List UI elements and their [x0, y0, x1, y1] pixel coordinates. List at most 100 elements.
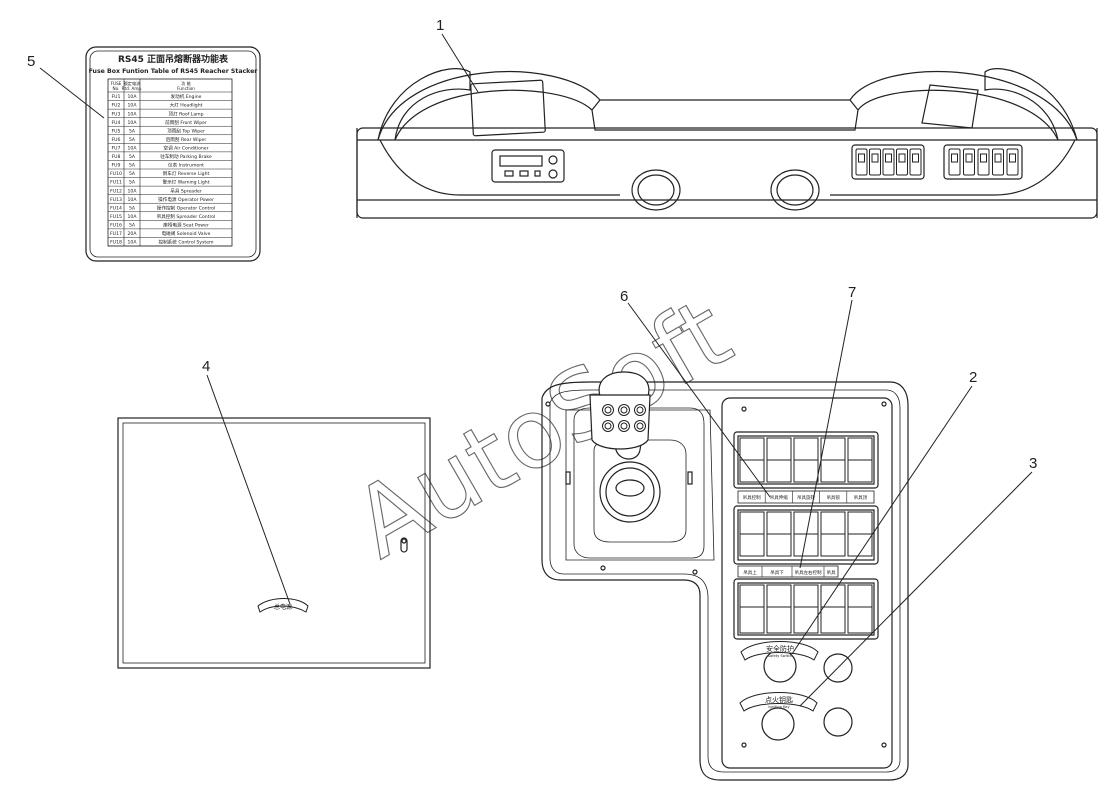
joystick-buttons [602, 404, 646, 432]
fuse-rated-amp: 10A [128, 111, 138, 117]
joystick-button-inner [620, 422, 628, 430]
fuse-function: 顶灯 Roof Lamp [168, 110, 203, 117]
dashboard-switch-face [871, 153, 879, 163]
console-label: 吊具下 [770, 570, 784, 576]
dashboard-panel [356, 68, 1098, 219]
dashboard-switch [869, 148, 881, 176]
fuse-number: FU3 [112, 111, 121, 117]
fuse-rated-amp: 5A [129, 154, 136, 160]
console-label: 吊具锁 [826, 494, 840, 501]
fuse-number: FU4 [112, 120, 121, 126]
dashboard-switch [882, 148, 895, 176]
fuse-number: FU9 [112, 163, 121, 169]
console-label: 吊具伸缩 [770, 494, 788, 501]
fuse-function: 操作控制 Operator Control [157, 204, 215, 211]
dashboard-switch-face [965, 153, 973, 163]
console-label: 吊具左右控制 [795, 569, 822, 576]
header-amp-1: 额定电流 [124, 80, 142, 87]
callout-7: 7 [848, 284, 856, 301]
fuse-number: FU13 [110, 197, 122, 203]
dashboard-switch-face [885, 153, 892, 163]
door-plate-text: 总电源 [274, 603, 292, 611]
console-label: 吊具旋转 [797, 494, 815, 501]
joystick-button-inner [604, 422, 612, 430]
dashboard-switch-face [858, 153, 865, 163]
header-function-1: 功 能 [181, 80, 192, 87]
fuse-table-row: FU11 5A 警示灯 Warning Light [108, 179, 232, 187]
fuse-function: 控制系统 Control System [158, 239, 214, 246]
fuse-number: FU18 [110, 240, 122, 246]
console-switch [766, 584, 792, 634]
fuse-number: FU8 [112, 154, 121, 160]
fuse-number: FU7 [112, 145, 121, 151]
fuse-rated-amp: 10A [128, 120, 138, 126]
joystick-button [634, 420, 646, 432]
fuse-rated-amp: 10A [128, 240, 138, 246]
callout-2: 2 [969, 369, 977, 386]
fuse-function: 警示灯 Warning Light [162, 179, 209, 186]
fuse-table-row: FU5 5A 顶雨刮 Top Wiper [108, 127, 232, 136]
fuse-rated-amp: 20A [128, 231, 138, 237]
console-label: 吊具上 [743, 569, 757, 576]
fuse-rated-amp: 5A [129, 128, 136, 134]
joystick-button-inner [604, 406, 612, 414]
fuse-number: FU11 [110, 180, 122, 186]
joystick-button-inner [636, 422, 644, 430]
console-switch [847, 584, 873, 634]
console-label-row-1: 吊具控制吊具伸缩吊具旋转吊具锁吊具顶 [737, 490, 875, 504]
ignition-label-en: Ignition Key [768, 705, 790, 709]
fuse-number: FU10 [110, 171, 122, 177]
console-rocker-switches [739, 437, 873, 634]
dashboard-switch [896, 148, 908, 176]
joystick-button [602, 420, 614, 432]
safety-label-cn: 安全防护 [766, 644, 794, 653]
fuse-function: 顶雨刮 Top Wiper [167, 127, 205, 134]
fuse-table-row: FU3 10A 顶灯 Roof Lamp [108, 110, 232, 118]
joystick-button-inner [620, 406, 628, 414]
joystick-button [618, 420, 630, 432]
joystick-button [602, 404, 614, 416]
dashboard-switch [855, 148, 868, 176]
dashboard-switch [992, 148, 1004, 176]
ignition-key-plate: 点火钥匙 Ignition Key [739, 692, 818, 712]
fuse-function: 吊具 Spreader [170, 188, 202, 194]
fuse-function: 后雨刮 Rear Wiper [166, 136, 207, 143]
joystick-button [618, 404, 630, 416]
fuse-rated-amp: 5A [129, 222, 136, 228]
fuse-table-title-cn: RS45 正面吊熔断器功能表 [118, 53, 229, 65]
callout-6: 6 [620, 288, 628, 305]
header-function-2: Function [177, 86, 195, 91]
fuse-rated-amp: 5A [129, 180, 136, 186]
fuse-table-row: FU8 5A 驻车制动 Parking Brake [108, 153, 232, 161]
fuse-number: FU2 [112, 103, 121, 109]
ignition-label-cn: 点火钥匙 [765, 695, 793, 704]
fuse-function: 操作电源 Operator Power [158, 196, 214, 203]
fuse-function: 驻车制动 Parking Brake [160, 153, 212, 160]
fuse-rated-amp: 5A [129, 205, 136, 211]
fuse-rated-amp: 10A [128, 214, 138, 220]
console-label: 吊具 [827, 570, 836, 576]
dashboard-switch-face [1009, 153, 1016, 163]
callout-4: 4 [202, 358, 210, 375]
console-label: 吊具顶 [854, 495, 868, 501]
fuse-number: FU5 [112, 128, 121, 134]
fuse-table-title-en: Fuse Box Funtion Table of RS45 Reacher S… [89, 68, 259, 75]
header-fuse-no-2: No. [113, 86, 120, 91]
dashboard-switch [963, 148, 975, 176]
fuse-function: 空调 Air Conditioner [163, 144, 208, 151]
fuse-rated-amp: 10A [128, 188, 138, 194]
fuse-number: FU15 [110, 214, 122, 220]
header-amp-2: Rtd. Amp. [122, 86, 143, 91]
fuse-function: 大灯 Headlight [170, 102, 203, 109]
dashboard-switch-face [898, 153, 906, 163]
safety-label-en: Safety Switch [768, 654, 793, 658]
fuse-number: FU17 [110, 231, 122, 237]
fuse-number: FU6 [112, 137, 121, 143]
fuse-function: 发动机 Engine [171, 93, 202, 100]
